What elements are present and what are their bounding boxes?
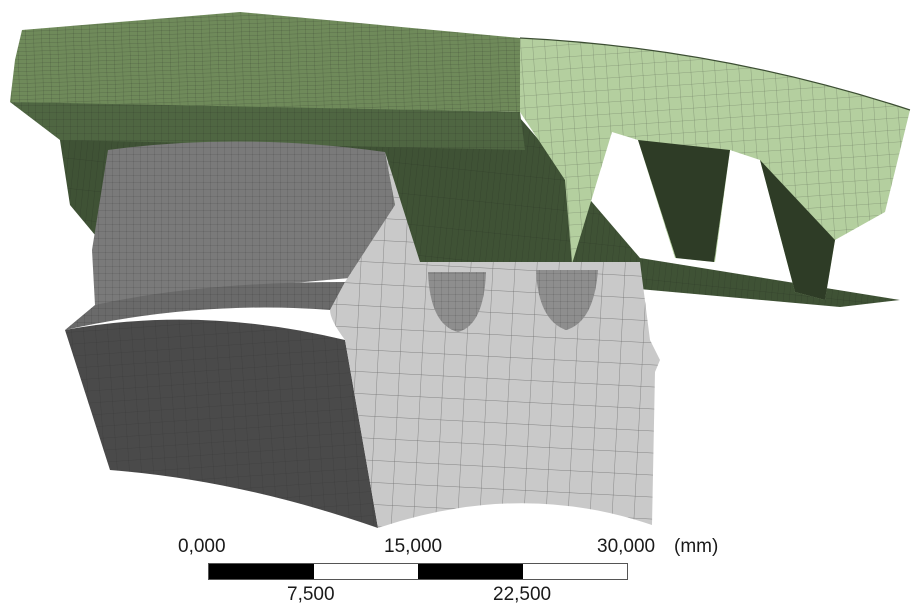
scale-segment-4: [522, 564, 627, 579]
scale-segment-3: [418, 564, 523, 579]
scale-label-22500: 22,500: [493, 584, 552, 605]
scale-bar: [208, 563, 628, 580]
scale-segment-2: [313, 564, 418, 579]
scale-unit-label: (mm): [674, 536, 719, 557]
scale-label-30000: 30,000: [597, 536, 656, 557]
scale-segment-1: [209, 564, 314, 579]
scale-label-7500: 7,500: [287, 584, 335, 605]
scale-label-15000: 15,000: [384, 536, 443, 557]
inner-gear-segment: [65, 141, 660, 528]
scale-label-0: 0,000: [178, 536, 226, 557]
